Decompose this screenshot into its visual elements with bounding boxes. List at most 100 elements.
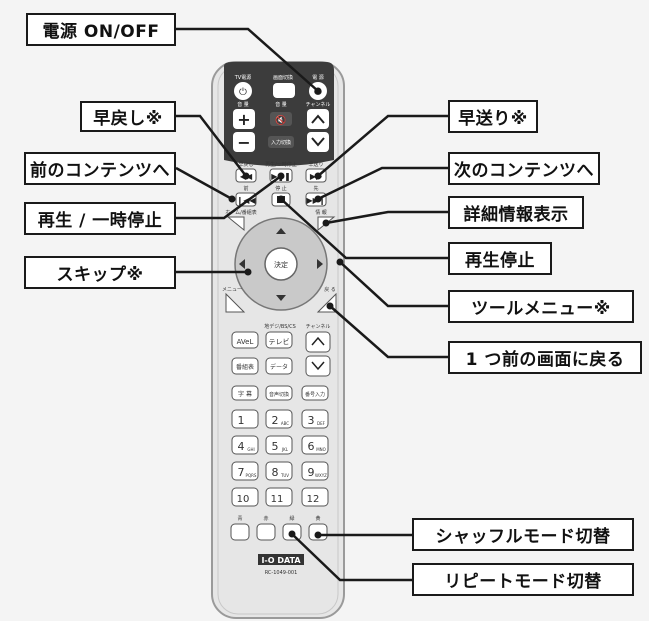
key-1[interactable] bbox=[231, 409, 259, 429]
leader-repeat bbox=[291, 533, 412, 582]
home-label: ホーム/番組表 bbox=[225, 209, 257, 216]
leader-next bbox=[317, 166, 448, 201]
mute-icon: 🔇 bbox=[275, 114, 286, 126]
avel-button[interactable] bbox=[231, 331, 259, 349]
callout-shuffle: シャッフルモード切替 bbox=[412, 518, 634, 551]
volume-down-button[interactable] bbox=[233, 132, 255, 152]
prev-button[interactable] bbox=[235, 192, 257, 207]
key-11-label: 11 bbox=[271, 494, 284, 505]
key-4-sub: GHI bbox=[247, 447, 254, 452]
callout-tool-menu: ツールメニュー※ bbox=[448, 290, 634, 323]
key-9[interactable] bbox=[301, 461, 329, 481]
guide-label: 番組表 bbox=[236, 363, 254, 371]
num-input-label: 番号入力 bbox=[305, 391, 325, 398]
callout-play-pause: 再生 / 一時停止 bbox=[24, 202, 176, 235]
plus-icon: + bbox=[237, 110, 250, 129]
key-8[interactable] bbox=[265, 461, 293, 481]
ch-label: チャンネル bbox=[306, 324, 331, 330]
stop-label: 停 止 bbox=[275, 185, 287, 192]
key-3-label: 3 bbox=[308, 414, 315, 427]
data-button[interactable] bbox=[265, 357, 293, 375]
channel-up-button[interactable] bbox=[307, 109, 329, 129]
key-6[interactable] bbox=[301, 435, 329, 455]
leader-ff bbox=[317, 114, 448, 177]
chevron-up-icon bbox=[311, 114, 325, 124]
ch-up-button[interactable] bbox=[305, 331, 331, 353]
key-6-sub: MNO bbox=[316, 447, 326, 452]
next-label: 先 bbox=[313, 185, 318, 192]
key-3-sub: DEF bbox=[317, 421, 326, 426]
tv-power-label: TV電源 bbox=[234, 74, 251, 81]
key-10[interactable] bbox=[231, 487, 259, 507]
minus-icon: − bbox=[237, 133, 250, 152]
key-5-sub: JKL bbox=[281, 447, 289, 452]
callout-next-content: 次のコンテンツへ bbox=[448, 152, 600, 185]
input-button[interactable] bbox=[268, 136, 294, 148]
blue-button[interactable] bbox=[230, 523, 250, 541]
bs-label: 地デジ/BS/CS bbox=[264, 323, 296, 330]
key-10-label: 10 bbox=[237, 494, 250, 505]
ch-down-button[interactable] bbox=[305, 355, 331, 377]
input-switch-label: 画面切換 bbox=[273, 74, 293, 81]
key-5[interactable] bbox=[265, 435, 293, 455]
callout-prev-content: 前のコンテンツへ bbox=[24, 152, 176, 185]
channel-label: チャンネル bbox=[306, 102, 331, 108]
key-11[interactable] bbox=[265, 487, 293, 507]
ff-label: 早送り bbox=[308, 161, 323, 168]
key-2-label: 2 bbox=[272, 414, 279, 427]
key-4-label: 4 bbox=[238, 440, 245, 453]
key-12[interactable] bbox=[301, 487, 329, 507]
volume-up-button[interactable] bbox=[233, 109, 255, 129]
leader-stop bbox=[280, 198, 448, 260]
arrow-up-icon bbox=[276, 228, 286, 234]
key-7[interactable] bbox=[231, 461, 259, 481]
tv-power-button[interactable] bbox=[234, 82, 252, 100]
guide-button[interactable] bbox=[231, 357, 259, 375]
mute-button[interactable] bbox=[270, 112, 292, 126]
num-input-button[interactable] bbox=[301, 385, 329, 401]
leader-tool bbox=[339, 261, 448, 308]
leader-prev bbox=[175, 166, 233, 201]
callout-detail-info: 詳細情報表示 bbox=[448, 196, 584, 229]
key-8-sub: TUV bbox=[280, 473, 289, 478]
key-5-label: 5 bbox=[272, 440, 279, 453]
red-button[interactable] bbox=[256, 523, 276, 541]
arrow-right-icon bbox=[317, 259, 323, 269]
caption-button[interactable] bbox=[231, 385, 259, 401]
brand-text: I-O DATA bbox=[261, 556, 301, 565]
key-4[interactable] bbox=[231, 435, 259, 455]
arrow-down-icon bbox=[276, 295, 286, 301]
info-label: 情 報 bbox=[315, 209, 327, 216]
leader-dots bbox=[228, 87, 344, 539]
prev-label: 前 bbox=[243, 185, 248, 192]
caption-label: 字 幕 bbox=[238, 390, 252, 398]
yellow-label: 黄 bbox=[315, 515, 320, 522]
tv-button[interactable] bbox=[265, 331, 293, 349]
key-2[interactable] bbox=[265, 409, 293, 429]
red-label: 赤 bbox=[263, 516, 268, 522]
channel-down-button[interactable] bbox=[307, 132, 329, 152]
key-3[interactable] bbox=[301, 409, 329, 429]
key-7-sub: PQRS bbox=[246, 473, 257, 478]
home-button[interactable] bbox=[226, 216, 245, 232]
key-1-label: 1 bbox=[238, 414, 245, 427]
model-text: RC-1049-001 bbox=[265, 570, 298, 576]
volume-label: 音 量 bbox=[237, 101, 249, 108]
audio-button[interactable] bbox=[265, 385, 293, 401]
input-switch-button[interactable] bbox=[273, 83, 295, 98]
leader-back bbox=[329, 305, 448, 359]
blue-label: 青 bbox=[237, 515, 242, 522]
callout-fast-forward: 早送り※ bbox=[448, 100, 538, 133]
leader-power bbox=[176, 27, 319, 92]
number-keypad: 1 2 ABC 3 DEF 4 GHI 5 JKL 6 MNO 7 PQRS 8… bbox=[231, 409, 329, 507]
power-icon: ⏻ bbox=[239, 87, 247, 98]
menu-label: メニュー bbox=[222, 287, 242, 293]
callout-repeat: リピートモード切替 bbox=[412, 563, 634, 596]
key-9-sub: WXYZ bbox=[315, 473, 327, 478]
menu-button[interactable] bbox=[225, 292, 246, 313]
key-9-label: 9 bbox=[308, 466, 315, 479]
input-label: 入力切換 bbox=[271, 139, 291, 146]
brand-logo bbox=[258, 554, 304, 565]
leader-info bbox=[325, 210, 448, 225]
ok-button[interactable] bbox=[264, 247, 298, 281]
